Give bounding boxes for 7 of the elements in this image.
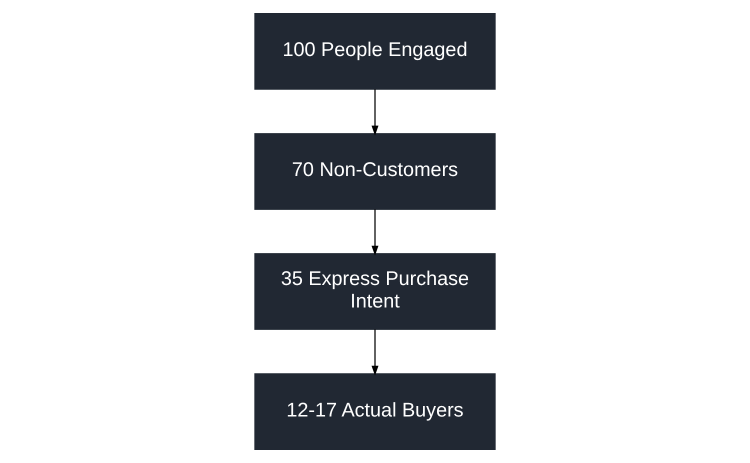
node-box: 100 People Engaged (254, 13, 496, 90)
node-box: 70 Non-Customers (254, 133, 496, 210)
node-box: 35 Express Purchase Intent (254, 253, 496, 330)
arrow (372, 89, 378, 136)
node-box: 12-17 Actual Buyers (254, 373, 496, 450)
arrow (372, 329, 378, 376)
arrow (372, 209, 378, 256)
